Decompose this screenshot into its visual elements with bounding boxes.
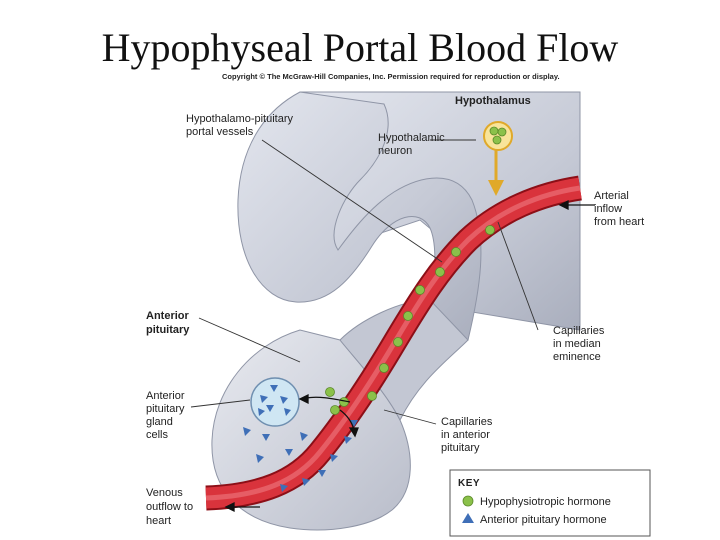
svg-text:in median: in median <box>553 338 601 350</box>
label-venous-outflow: Venous outflow to heart <box>146 487 193 527</box>
svg-text:Anterior: Anterior <box>146 390 185 402</box>
label-arterial-inflow: Arterial inflow from heart <box>594 190 644 228</box>
svg-text:in anterior: in anterior <box>441 429 490 441</box>
hypothalamus-label: Hypothalamus <box>455 95 531 107</box>
svg-text:eminence: eminence <box>553 351 601 363</box>
svg-text:cells: cells <box>146 429 169 441</box>
svg-text:heart: heart <box>146 515 171 527</box>
anterior-pituitary-hormones <box>243 420 358 492</box>
svg-text:Hypothalamic: Hypothalamic <box>378 132 445 144</box>
label-capillaries-anterior: Capillaries in anterior pituitary <box>441 416 493 454</box>
svg-text:gland: gland <box>146 416 173 428</box>
key-legend: KEY Hypophysiotropic hormone Anterior pi… <box>449 469 651 537</box>
flow-arrows <box>224 199 595 513</box>
svg-text:Arterial: Arterial <box>594 190 629 202</box>
gland-cell-cluster <box>250 377 300 427</box>
blue-triangle-icon <box>462 513 474 523</box>
svg-text:Hypothalamo-pituitary: Hypothalamo-pituitary <box>186 113 293 125</box>
svg-text:Venous: Venous <box>146 487 183 499</box>
svg-text:Anterior: Anterior <box>146 310 190 322</box>
svg-text:Capillaries: Capillaries <box>441 416 493 428</box>
svg-text:neuron: neuron <box>378 145 412 157</box>
leader-lines <box>190 139 539 425</box>
svg-text:inflow: inflow <box>594 203 622 215</box>
label-anterior-pituitary: Anterior pituitary <box>146 310 190 336</box>
svg-text:Capillaries: Capillaries <box>553 325 605 337</box>
slide-title: Hypophyseal Portal Blood Flow <box>101 25 619 70</box>
copyright-notice: Copyright © The McGraw-Hill Companies, I… <box>222 72 560 81</box>
label-gland-cells: Anterior pituitary gland cells <box>146 390 185 441</box>
svg-text:pituitary: pituitary <box>146 403 185 415</box>
key-item-label: Hypophysiotropic hormone <box>480 496 611 508</box>
key-title: KEY <box>458 478 480 489</box>
green-circle-icon <box>462 495 474 507</box>
label-portal-vessels: Hypothalamo-pituitary portal vessels <box>186 113 293 138</box>
hypothalamic-neuron <box>483 121 513 196</box>
label-hypothalamic-neuron: Hypothalamic neuron <box>378 132 445 157</box>
svg-text:pituitary: pituitary <box>146 324 190 336</box>
hypophysiotropic-hormones <box>325 225 495 415</box>
svg-text:from heart: from heart <box>594 216 644 228</box>
key-item-label: Anterior pituitary hormone <box>480 514 607 526</box>
svg-text:pituitary: pituitary <box>441 442 480 454</box>
label-capillaries-median: Capillaries in median eminence <box>553 325 605 363</box>
svg-text:portal vessels: portal vessels <box>186 126 254 138</box>
svg-text:outflow to: outflow to <box>146 501 193 513</box>
